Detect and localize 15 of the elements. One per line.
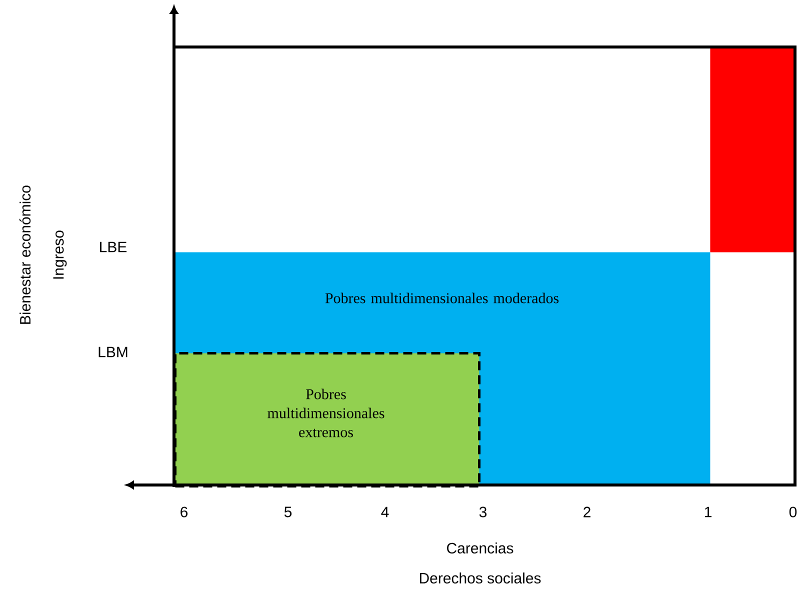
- filled-box: [710, 47, 796, 252]
- axis-title: Carencias: [447, 542, 514, 554]
- axis-title: Ingreso: [53, 230, 67, 279]
- tick-label: 4: [381, 506, 389, 518]
- threshold-label: LBM: [98, 346, 128, 358]
- tick-label: 6: [180, 506, 188, 518]
- axis-title: Bienestar económico: [19, 186, 31, 324]
- tick-label: 3: [479, 506, 487, 518]
- tick-label: 5: [284, 506, 292, 518]
- region-box: Pobres multidimensionales extremos: [174, 352, 480, 488]
- tick-label: 2: [584, 506, 590, 518]
- tick-label: 1: [704, 506, 712, 518]
- tick-label: 0: [789, 506, 797, 518]
- threshold-label: LBE: [100, 242, 127, 252]
- axis-title: Derechos sociales: [420, 572, 541, 584]
